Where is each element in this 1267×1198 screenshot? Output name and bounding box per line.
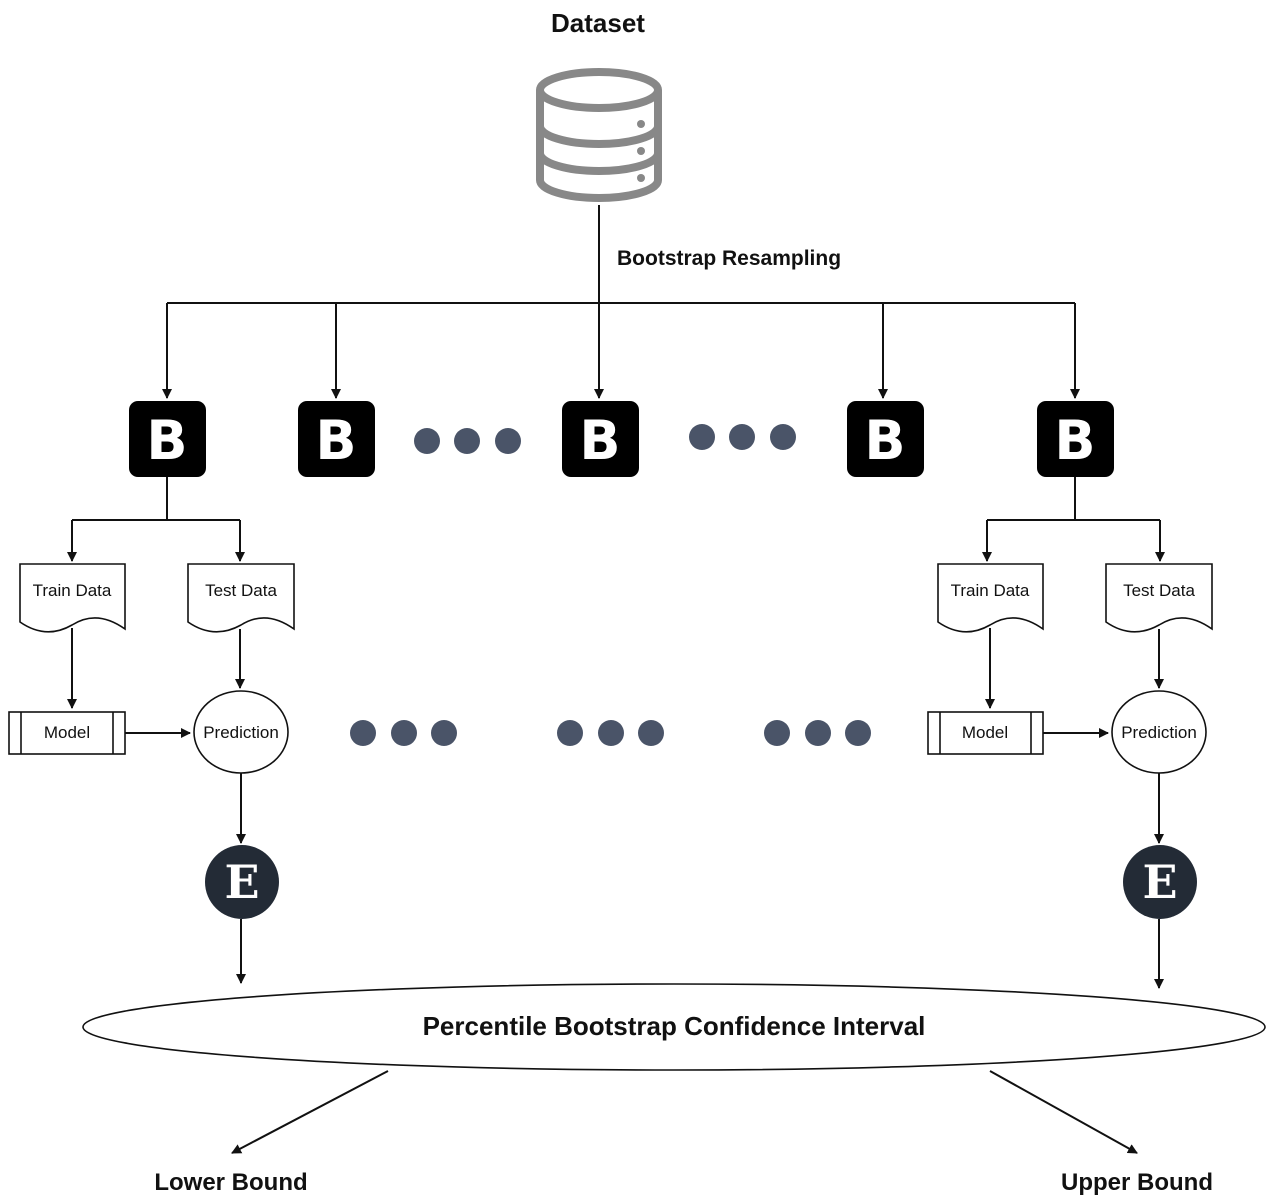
bootstrap-sample-4: B [847, 401, 924, 477]
lower-bound-label: Lower Bound [154, 1169, 307, 1196]
evaluation-node: E [1123, 845, 1197, 919]
train-data-label: Train Data [33, 581, 112, 600]
left-branch: Train Data Test Data Model Prediction E [8, 477, 295, 984]
model-label: Model [962, 723, 1008, 742]
ellipsis-dots-top-left [414, 428, 521, 454]
prediction-label: Prediction [203, 723, 279, 742]
bootstrap-icon: B [315, 409, 356, 472]
bootstrap-resampling-label: Bootstrap Resampling [617, 247, 841, 270]
evaluation-node: E [205, 845, 279, 919]
upper-bound-label: Upper Bound [1061, 1169, 1213, 1196]
confidence-interval-label: Percentile Bootstrap Confidence Interval [423, 1011, 926, 1041]
bootstrap-icon: B [864, 409, 905, 472]
evaluation-icon: E [224, 855, 259, 909]
ellipsis-dots-top-right [689, 424, 796, 450]
model-label: Model [44, 723, 90, 742]
database-icon [536, 68, 662, 202]
bootstrap-icon: B [579, 409, 620, 472]
bootstrap-sample-2: B [298, 401, 375, 477]
evaluation-icon: E [1142, 855, 1177, 909]
bootstrap-icon: B [1054, 409, 1095, 472]
train-data-label: Train Data [951, 581, 1030, 600]
right-branch: Train Data Test Data Model Prediction E [927, 477, 1213, 989]
ellipsis-dots-middle-3 [764, 720, 871, 746]
test-data-document [187, 563, 295, 633]
ellipsis-dots-middle-2 [557, 720, 664, 746]
resampling-connectors [162, 205, 1080, 399]
upper-bound-arrow [989, 1070, 1138, 1154]
test-data-label: Test Data [205, 581, 277, 600]
confidence-interval-node [82, 983, 1266, 1071]
bootstrap-sample-3: B [562, 401, 639, 477]
train-data-document [937, 563, 1044, 633]
ellipsis-dots-middle-1 [350, 720, 457, 746]
test-data-document [1105, 563, 1213, 633]
test-data-label: Test Data [1123, 581, 1195, 600]
train-data-document [19, 563, 126, 633]
lower-bound-arrow [231, 1070, 389, 1154]
prediction-label: Prediction [1121, 723, 1197, 742]
model-process [927, 711, 1044, 755]
bootstrap-sample-1: B [129, 401, 206, 477]
dataset-title: Dataset [551, 8, 645, 38]
bootstrap-sample-5: B [1037, 401, 1114, 477]
bootstrap-icon: B [146, 409, 187, 472]
